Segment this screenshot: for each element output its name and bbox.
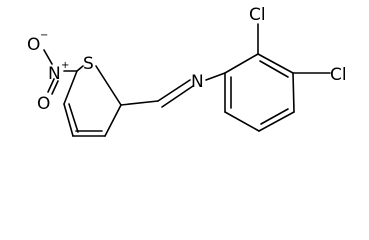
bond-benzene-c2-c3-outer	[257, 53, 294, 74]
atom-thiophene-sulfur: S	[83, 54, 94, 74]
bond-thiophene-s-c2	[95, 65, 122, 106]
bond-benzene-c4-c5-inner	[260, 108, 289, 125]
bond-c2-ch	[120, 100, 159, 106]
bond-thiophene-c4-c5-outer	[63, 103, 74, 137]
bond-benzene-c2-c3-inner	[259, 60, 289, 78]
bond-benzene-c1-c2	[224, 53, 259, 74]
bond-layer	[43, 23, 331, 137]
bond-o-n-single	[43, 49, 53, 65]
atom-nitro-nitrogen: N	[48, 64, 61, 84]
atom-chlorine-para: Cl	[330, 65, 347, 85]
bond-benzene-c4-c5-outer	[258, 111, 295, 132]
bond-benzene-c5-c6	[224, 111, 260, 132]
bond-ch-n-double-inner	[161, 85, 194, 108]
bond-thiophene-c5-nitro	[63, 70, 78, 105]
bond-thiophene-c4-c5-inner	[68, 103, 79, 133]
atom-oxygen-upper: O	[27, 35, 40, 55]
bond-n-phenyl	[205, 72, 226, 81]
charge-nitrogen-plus: +	[61, 60, 69, 71]
bond-thiophene-c2-c3	[104, 104, 122, 137]
molecule-diagram: O − N + O S N Cl Cl	[27, 5, 347, 137]
bond-n-o-double-b	[51, 80, 59, 95]
molecule-structure: O − N + O S N Cl Cl	[27, 5, 347, 137]
charge-oxygen-minus: −	[40, 30, 48, 41]
bond-ch-n-double-outer	[157, 79, 191, 102]
atom-label-layer: O − N + O S N Cl Cl	[27, 5, 347, 114]
bond-n-o-double-a	[47, 78, 55, 93]
atom-chlorine-ortho: Cl	[249, 5, 266, 25]
atom-imine-nitrogen: N	[191, 72, 204, 92]
atom-oxygen-lower: O	[37, 94, 50, 114]
bond-thiophene-c5-s	[76, 65, 84, 72]
bond-benzene-c3-c4	[292, 72, 295, 113]
